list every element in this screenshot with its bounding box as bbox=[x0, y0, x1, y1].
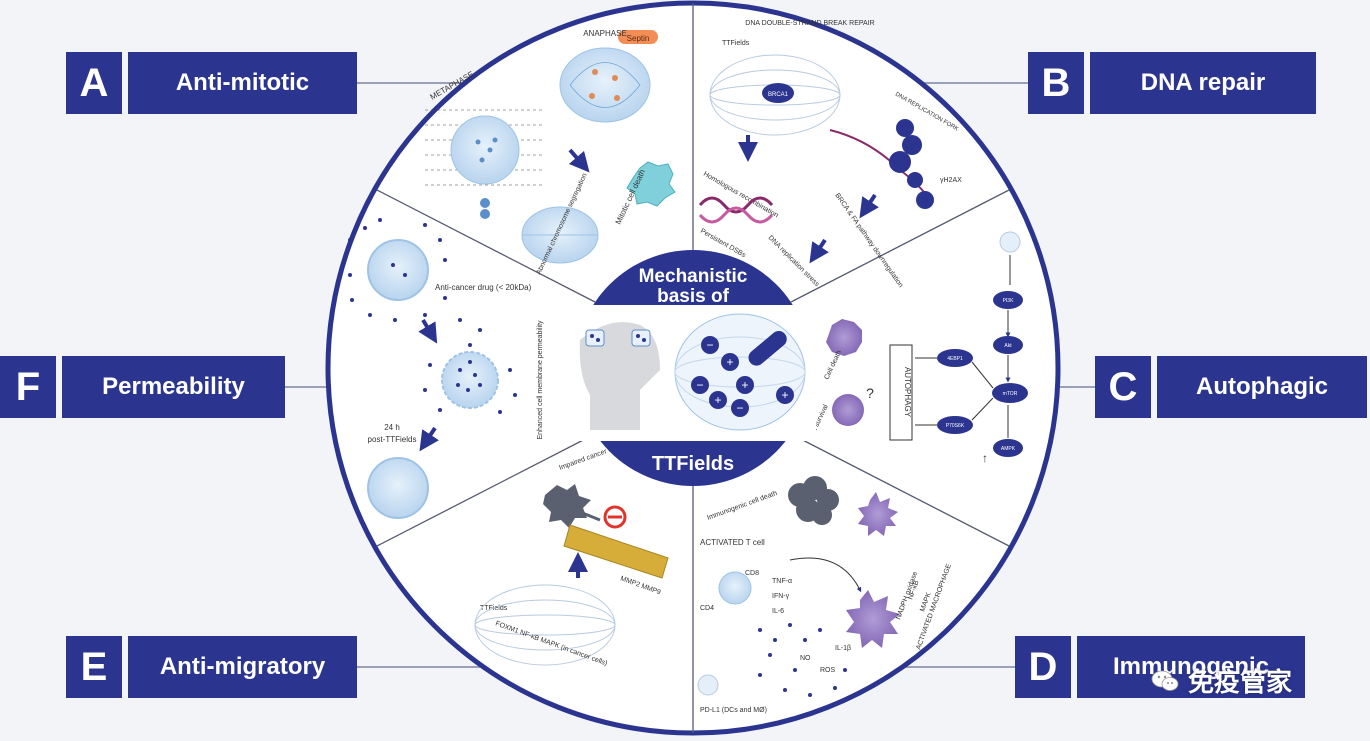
label-f-letter: F bbox=[0, 356, 56, 418]
svg-text:+: + bbox=[714, 393, 721, 407]
permeability-note-label: Enhanced cell membrane permeability bbox=[537, 320, 544, 440]
label-b: B DNA repair bbox=[1028, 52, 1316, 114]
autophagy-label: AUTOPHAGY bbox=[903, 367, 912, 418]
label-b-letter: B bbox=[1028, 52, 1084, 114]
label-e-letter: E bbox=[66, 636, 122, 698]
svg-text:+: + bbox=[781, 388, 788, 402]
label-d-title: Immunogenic bbox=[1077, 636, 1305, 698]
connector-lines bbox=[285, 82, 1095, 668]
ros-label: ROS bbox=[820, 667, 836, 674]
label-c-title: Autophagic bbox=[1157, 356, 1367, 418]
c-up-arrow-label: ↑ bbox=[982, 451, 988, 465]
p70s6k-label: P70S6K bbox=[946, 423, 965, 429]
label-b-title: DNA repair bbox=[1090, 52, 1316, 114]
svg-text:−: − bbox=[736, 401, 743, 415]
label-c: C Autophagic bbox=[1095, 356, 1367, 418]
charge-symbols: − + − + + − + bbox=[691, 336, 794, 417]
center-title-mid: basis of bbox=[657, 286, 729, 307]
sector-f-illustration: Anti-cancer drug (< 20kDa) Enhanced cell… bbox=[348, 218, 544, 519]
watermark-text: 免疫管家 bbox=[1188, 667, 1293, 697]
septin-label: Septin bbox=[627, 34, 650, 43]
label-f: F Permeability bbox=[0, 356, 285, 418]
label-c-letter: C bbox=[1095, 356, 1151, 418]
question-mark-label: ? bbox=[866, 385, 874, 401]
svg-text:−: − bbox=[696, 378, 703, 392]
gh2ax-label: γH2AX bbox=[940, 177, 962, 184]
label-e-title: Anti-migratory bbox=[128, 636, 357, 698]
activated-tcell-label: ACTIVATED T cell bbox=[700, 538, 765, 547]
pi3k-label: PI3K bbox=[1003, 298, 1015, 304]
center-title-bottom: TTFields bbox=[652, 453, 734, 475]
label-e: E Anti-migratory bbox=[66, 636, 357, 698]
dsb-repair-label: DNA DOUBLE-STRAND BREAK REPAIR bbox=[745, 20, 874, 27]
label-a: A Anti-mitotic bbox=[66, 52, 357, 114]
mtor-label: mTOR bbox=[1003, 391, 1018, 397]
ampk-label: AMPK bbox=[1001, 446, 1016, 452]
24h-label: 24 h bbox=[384, 423, 400, 432]
il6-label: IL-6 bbox=[772, 608, 784, 615]
svg-text:−: − bbox=[706, 338, 713, 352]
svg-text:+: + bbox=[726, 355, 733, 369]
cd4-label: CD4 bbox=[700, 605, 714, 612]
label-a-letter: A bbox=[66, 52, 122, 114]
watermark: 免疫管家 bbox=[1150, 662, 1292, 699]
brca1-label: BRCA1 bbox=[768, 92, 789, 98]
sector-dividers bbox=[376, 3, 1010, 733]
tnfa-label: TNF-α bbox=[772, 578, 792, 585]
tubulin-dimer bbox=[748, 331, 787, 366]
no-label: NO bbox=[800, 655, 811, 662]
label-d: D Immunogenic bbox=[1015, 636, 1305, 698]
label-f-title: Permeability bbox=[62, 356, 285, 418]
il1b-label: IL-1β bbox=[835, 645, 851, 652]
label-a-title: Anti-mitotic bbox=[128, 52, 357, 114]
anaphase-label: ANAPHASE bbox=[583, 29, 627, 38]
head-silhouette bbox=[579, 322, 660, 430]
sector-c-illustration: PI3K Akt mTOR AMPK ↑ 4EBP1 P70S6K AUTOPH… bbox=[807, 231, 1028, 465]
b-ttfields-label: TTFields bbox=[722, 40, 750, 47]
post-ttfields-label: post-TTFields bbox=[368, 435, 417, 444]
anticancer-drug-label: Anti-cancer drug (< 20kDa) bbox=[435, 283, 532, 292]
label-d-letter: D bbox=[1015, 636, 1071, 698]
wechat-icon bbox=[1151, 670, 1179, 691]
e-ttfields-label: TTFields bbox=[480, 605, 508, 612]
ifng-label: IFN-γ bbox=[772, 593, 790, 600]
svg-text:+: + bbox=[741, 378, 748, 392]
cd8-label: CD8 bbox=[745, 570, 759, 577]
pdl1-label: PD-L1 (DCs and MØ) bbox=[700, 707, 767, 714]
4ebp1-label: 4EBP1 bbox=[947, 356, 963, 362]
akt-label: Akt bbox=[1004, 343, 1012, 349]
center-title-top: Mechanistic bbox=[639, 266, 748, 287]
